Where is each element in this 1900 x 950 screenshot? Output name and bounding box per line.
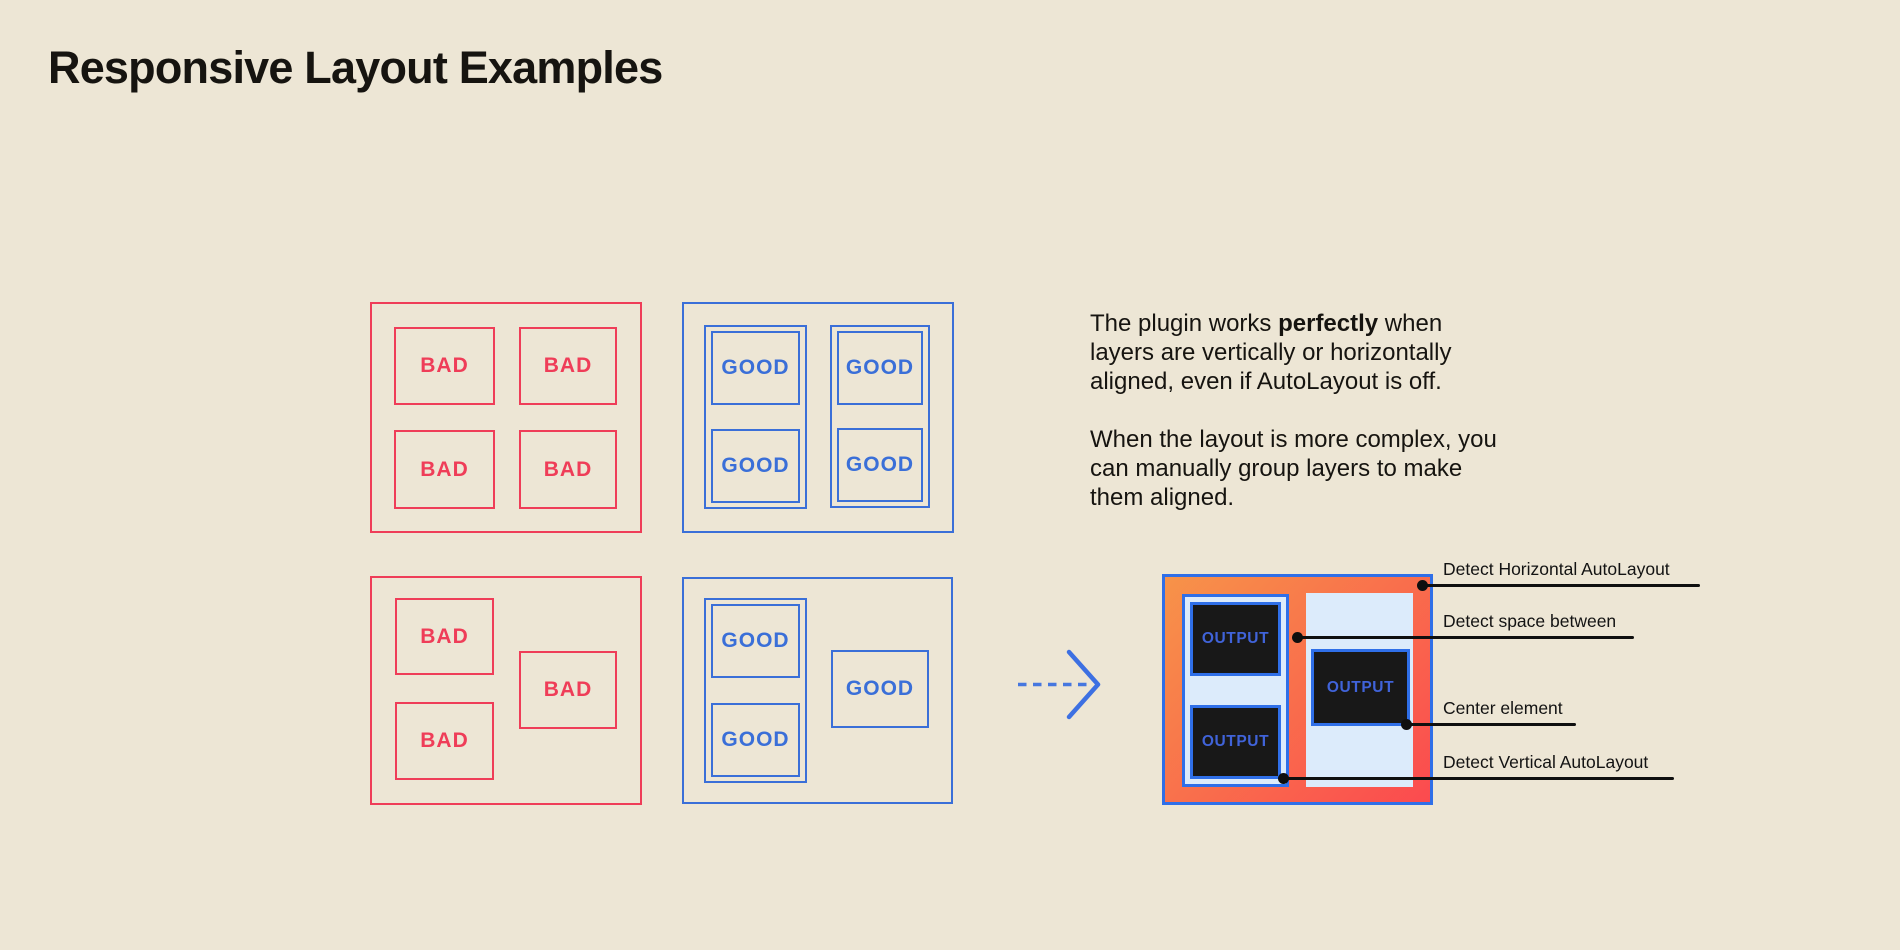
group-good-complex: GOOD GOOD GOOD <box>682 577 953 804</box>
group-bad-aligned: BAD BAD BAD BAD <box>370 302 642 533</box>
callout-label: Detect Horizontal AutoLayout <box>1443 559 1670 579</box>
bad-box: BAD <box>519 651 617 729</box>
callout-label: Center element <box>1443 698 1563 718</box>
callout-dot <box>1417 580 1428 591</box>
bad-box: BAD <box>394 430 495 509</box>
page-title: Responsive Layout Examples <box>48 42 663 93</box>
description-paragraph-1: The plugin works perfectly when layers a… <box>1090 310 1452 395</box>
output-box: OUTPUT <box>1190 602 1281 676</box>
callout-line <box>1283 777 1674 780</box>
group-wrapper: GOOD GOOD <box>704 598 807 783</box>
callout-line <box>1297 636 1634 639</box>
callout-line <box>1406 723 1576 726</box>
vertical-autolayout-panel: OUTPUT OUTPUT <box>1182 594 1289 787</box>
good-box: GOOD <box>711 604 800 678</box>
bad-box: BAD <box>519 327 617 405</box>
callout-label: Detect space between <box>1443 611 1617 631</box>
description-text: The plugin works perfectly when layers a… <box>1090 309 1497 512</box>
good-box: GOOD <box>711 703 800 777</box>
good-box: GOOD <box>711 429 800 503</box>
callout-dot <box>1401 719 1412 730</box>
group-wrapper: GOOD GOOD <box>830 325 930 508</box>
callout-dot <box>1292 632 1303 643</box>
callout-dot <box>1278 773 1289 784</box>
description-paragraph-2: When the layout is more complex, you can… <box>1090 426 1497 511</box>
output-box: OUTPUT <box>1190 705 1281 779</box>
bad-box: BAD <box>395 598 494 675</box>
good-box: GOOD <box>711 331 800 405</box>
bad-box: BAD <box>394 327 495 405</box>
arrow-right-icon <box>1018 649 1101 720</box>
center-element-panel: OUTPUT <box>1306 593 1413 787</box>
callout-label: Detect Vertical AutoLayout <box>1443 752 1649 772</box>
good-box: GOOD <box>837 331 923 405</box>
bad-box: BAD <box>395 702 494 780</box>
callout-line <box>1422 584 1700 587</box>
output-diagram: OUTPUT OUTPUT OUTPUT <box>1162 574 1433 805</box>
good-box: GOOD <box>831 650 929 728</box>
output-box: OUTPUT <box>1311 649 1410 726</box>
group-wrapper: GOOD GOOD <box>704 325 807 509</box>
group-bad-complex: BAD BAD BAD <box>370 576 642 805</box>
good-box: GOOD <box>837 428 923 502</box>
group-good-aligned: GOOD GOOD GOOD GOOD <box>682 302 954 533</box>
bad-box: BAD <box>519 430 617 509</box>
